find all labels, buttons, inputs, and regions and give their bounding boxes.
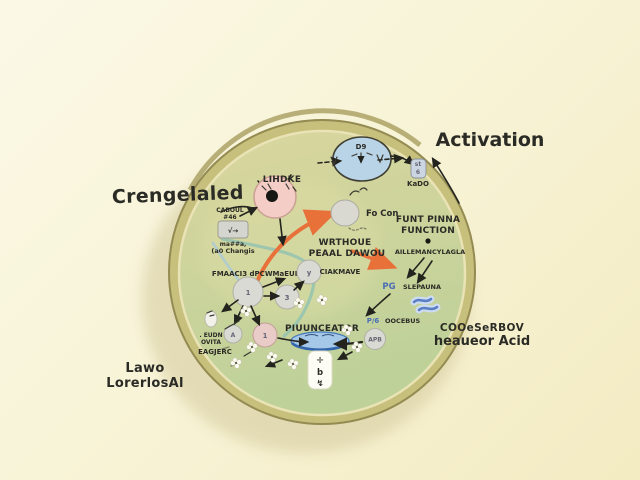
membrane-shading <box>187 108 422 192</box>
pr-glyph: P/6 <box>367 317 380 325</box>
nucleus-ticks <box>261 183 297 192</box>
kado-glyph: 6 <box>416 169 420 176</box>
eagjerc-label: EAGJERC <box>198 348 232 356</box>
node-b-glyph: 3 <box>285 294 290 302</box>
pump-glyph-3: ↯ <box>316 379 323 389</box>
label-crengelaled: Crengelaled <box>112 182 245 209</box>
arrow <box>336 350 353 361</box>
eudn-label-1: . EUDN <box>199 332 222 339</box>
node-apb <box>364 328 386 350</box>
disc-marks <box>304 333 335 337</box>
slepauna-label: SLEPAUNA <box>403 283 441 291</box>
label-activation: Activation <box>436 129 545 151</box>
arrow <box>250 305 261 327</box>
chromosome-squiggle <box>417 305 439 312</box>
arrow <box>406 257 425 279</box>
pmaaci-label: FMAACI3 dPCWMaEUIE <box>212 270 302 278</box>
ciakmave-label: CIAKMAVE <box>320 268 361 276</box>
node-a <box>232 276 264 308</box>
oocebus-label: OOCEBUS <box>385 317 420 325</box>
pg-glyph: PG <box>382 282 395 292</box>
squiggle-marks <box>348 227 367 231</box>
node-c-glyph: y <box>307 269 312 277</box>
kado-label: KaDO <box>407 180 429 188</box>
node-d <box>252 322 278 348</box>
arrow <box>264 358 283 368</box>
organelle-marks <box>351 152 373 157</box>
blob-marks <box>206 310 215 317</box>
node-c <box>296 259 322 285</box>
organelle-glyph: D9 <box>356 143 367 151</box>
membrane-zigzag <box>376 154 384 164</box>
curl-marks <box>349 187 368 196</box>
arrow <box>277 337 310 347</box>
center-title-1: WRTHOUE <box>319 238 372 248</box>
nucleus-label: LIHDKE <box>263 175 301 185</box>
arrow <box>277 218 287 247</box>
label-heaueor-acid: heaueor Acid <box>434 334 530 349</box>
focon-blob <box>330 199 360 227</box>
label-lawo: Lawo <box>125 361 164 376</box>
arrow <box>239 206 259 217</box>
dash-mark <box>224 320 240 330</box>
node-e-glyph: A <box>231 332 236 339</box>
pilunceator-label: PIUUNCEATOR <box>285 324 359 334</box>
arrow <box>332 337 364 351</box>
bullet-dot <box>425 238 431 244</box>
center-title-2: PEAAL DAWOU <box>309 249 386 259</box>
membrane-arrow <box>377 153 405 164</box>
aille-label: AILLEMANCYLAGLA <box>395 248 465 256</box>
label-cooeserbov: COOeSeRBOV <box>440 322 525 334</box>
carbon-box-glyph: √→ <box>228 227 239 235</box>
focon-label: Fo Con <box>366 209 398 219</box>
apb-glyph: APB <box>368 337 382 344</box>
chromosome-squiggle <box>412 297 433 304</box>
pump-glyph-1: ✛ <box>316 356 323 366</box>
pump-glyph-2: b <box>317 368 323 378</box>
arrow <box>365 293 391 317</box>
carbon-label-1: CABOUL <box>216 207 244 214</box>
arrow <box>221 299 239 313</box>
funt-title-2: FUNCTION <box>401 226 455 236</box>
membrane-arrow <box>317 156 343 167</box>
carbon-box <box>217 220 249 239</box>
orange-arrow-small <box>350 247 398 270</box>
carbon-label-2: #46 <box>223 214 236 221</box>
funt-title-1: FUNT PINNA <box>396 215 460 225</box>
arrow <box>262 277 287 288</box>
changes-label-1: ma##a, <box>220 241 247 248</box>
kado-glyph: st <box>415 161 422 168</box>
membrane-zigzag <box>330 156 338 166</box>
eudn-label-2: OVITA <box>201 339 221 346</box>
activation-arrow <box>431 156 460 204</box>
label-lorerlosal: LorerlosAl <box>106 376 184 391</box>
arrow <box>416 260 433 284</box>
arrow <box>293 280 305 291</box>
kado-shape <box>410 158 427 179</box>
node-d-glyph: 1 <box>263 332 268 340</box>
node-a-glyph: 1 <box>246 289 251 297</box>
nucleolus <box>266 190 278 202</box>
changes-label-2: (a0 Changis <box>211 247 254 255</box>
pump-box <box>307 350 333 390</box>
